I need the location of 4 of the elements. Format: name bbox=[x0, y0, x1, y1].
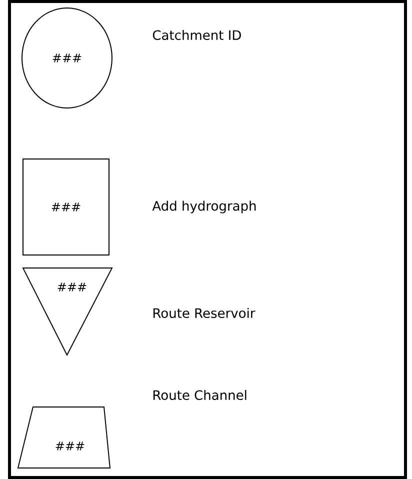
node-label: Route Reservoir bbox=[153, 308, 256, 318]
node-label: Add hydrograph bbox=[152, 200, 256, 214]
node-label: Route Channel bbox=[153, 390, 246, 400]
node-label: Catchment ID bbox=[152, 30, 241, 40]
